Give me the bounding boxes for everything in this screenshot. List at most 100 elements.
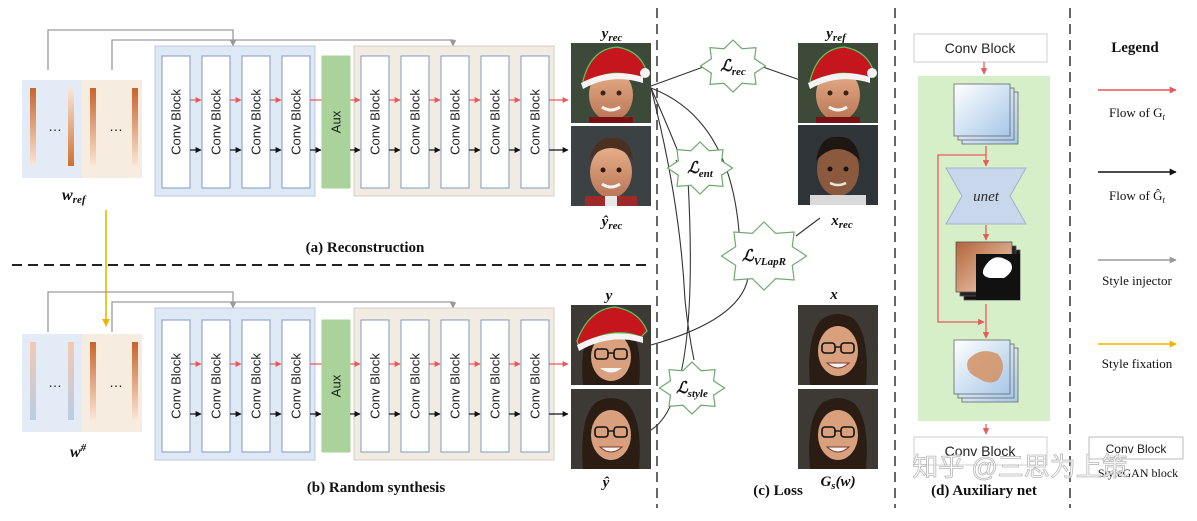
style-injector-line: [111, 301, 457, 332]
loss-badge: [699, 39, 767, 93]
latent-bar: [68, 342, 74, 420]
legend-label-black: Flow of Ĝt: [1109, 188, 1165, 205]
conv-block: [281, 319, 311, 453]
style-injector-line: [47, 291, 237, 332]
conv-block: [480, 55, 510, 189]
conv-block-label: Conv Block: [289, 353, 304, 419]
legend: Legend Flow of Gt Flow of Ĝt Style injec…: [1088, 40, 1184, 480]
latent-bar: [132, 88, 138, 166]
latent-bar: [90, 88, 96, 166]
conv-block: [161, 319, 191, 453]
conv-block-label: Conv Block: [448, 353, 463, 419]
input-label-wref: wref: [62, 187, 87, 206]
aux-block-label: Aux: [329, 374, 344, 397]
legend-block-label: Conv Block: [1106, 442, 1168, 456]
conv-block-label: Conv Block: [528, 89, 543, 155]
aux-bottom-block: [913, 436, 1048, 466]
label-y-ref: yref: [824, 26, 847, 44]
conv-block-label: Conv Block: [448, 89, 463, 155]
caption-reconstruction: (a) Reconstruction: [306, 240, 425, 256]
aux-block: [321, 319, 351, 453]
legend-block-caption: StyleGAN block: [1098, 466, 1178, 480]
conv-block-label: Conv Block: [169, 89, 184, 155]
conv-block: [400, 55, 430, 189]
conv-block-label: Conv Block: [169, 353, 184, 419]
image-x-rec: [796, 123, 880, 207]
watermark: 知乎 @三思为上策: [912, 452, 1128, 482]
loss-connection: [795, 217, 821, 237]
legend-block-sample: [1088, 436, 1184, 460]
conv-block-label: Conv Block: [408, 89, 423, 155]
aux-block-label: Aux: [329, 110, 344, 133]
conv-block-label: Conv Block: [488, 89, 503, 155]
style-injector-line: [47, 29, 237, 70]
ellipsis: …: [109, 118, 123, 134]
loss-badge: [720, 221, 808, 291]
image-y-hat-rec: [569, 124, 653, 208]
loss-connection: [650, 87, 741, 249]
conv-block: [281, 55, 311, 189]
feature-map: [953, 83, 1011, 137]
label-y-hat: ŷ: [601, 475, 610, 491]
aux-top-block-label: Conv Block: [945, 40, 1017, 56]
conv-block: [520, 55, 550, 189]
conv-block: [360, 319, 390, 453]
loss-label-style: ℒstyle: [676, 380, 708, 400]
conv-block: [440, 319, 470, 453]
latent-bar: [30, 342, 36, 420]
image-gs-w: [797, 388, 879, 470]
latent-bar: [90, 342, 96, 420]
legend-title: Legend: [1111, 40, 1159, 56]
panel-auxiliary: Conv Block unet Conv Block (d) Auxiliary…: [913, 33, 1050, 499]
label-x: x: [829, 287, 838, 303]
loss-badge: [666, 141, 734, 195]
image-y-hat: [570, 388, 652, 470]
label-gs-w: Gs(w): [820, 474, 855, 492]
conv-block: [520, 319, 550, 453]
style-injector-line: [111, 39, 457, 70]
image-y: [570, 304, 652, 386]
aux-bottom-block-label: Conv Block: [945, 443, 1017, 459]
loss-label-rec: ℒrec: [720, 58, 746, 78]
mask-shape: [982, 257, 1012, 278]
loss-connection: [650, 87, 695, 361]
unet-label: unet: [973, 189, 1000, 205]
aux-block: [321, 55, 351, 189]
conv-block: [360, 55, 390, 189]
ellipsis: …: [109, 374, 123, 390]
unet-block: [945, 167, 1027, 225]
loss-label-ent: ℒent: [687, 160, 714, 180]
conv-block: [161, 55, 191, 189]
conv-block-label: Conv Block: [488, 353, 503, 419]
conv-block: [440, 55, 470, 189]
caption-random-synthesis: (b) Random synthesis: [307, 480, 446, 496]
conv-block-label: Conv Block: [209, 89, 224, 155]
ellipsis: …: [48, 118, 62, 134]
conv-block-label: Conv Block: [249, 353, 264, 419]
conv-block-label: Conv Block: [209, 353, 224, 419]
conv-block: [480, 319, 510, 453]
aux-top-block: [913, 33, 1048, 63]
image-x: [797, 304, 879, 386]
label-y: y: [604, 288, 613, 304]
conv-block: [241, 55, 271, 189]
label-y-rec: yrec: [600, 26, 623, 44]
label-x-rec: xrec: [830, 213, 853, 231]
loss-connection: [650, 277, 749, 346]
latent-bar: [30, 88, 36, 166]
loss-connection: [759, 65, 801, 81]
image-y-ref: [796, 41, 880, 125]
panel-reconstruction: … … wref Conv Block Conv Block Conv Block C…: [22, 29, 569, 256]
legend-label-red: Flow of Gt: [1109, 105, 1165, 122]
conv-block: [201, 319, 231, 453]
caption-loss: (c) Loss: [753, 483, 803, 499]
loss-badge: [658, 361, 726, 415]
conv-block: [201, 55, 231, 189]
loss-label-vlapr: ℒVLapR: [742, 248, 786, 268]
conv-block-label: Conv Block: [368, 353, 383, 419]
conv-block: [400, 319, 430, 453]
